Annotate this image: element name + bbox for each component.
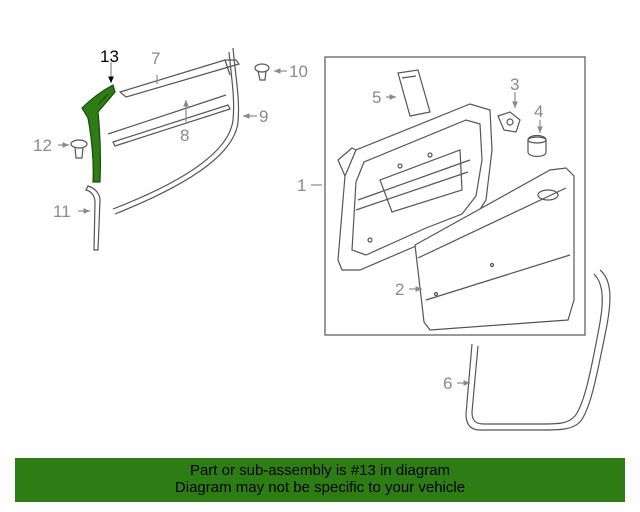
parts-diagram: 13 12 11 7 8 9 10 5 <box>33 47 611 431</box>
part-3-fastener <box>497 111 521 133</box>
callout-7: 7 <box>151 49 160 68</box>
callout-3: 3 <box>510 75 519 94</box>
callout-8: 8 <box>180 126 189 145</box>
callout-13: 13 <box>100 47 119 66</box>
callout-5: 5 <box>372 88 381 107</box>
part-5-module <box>397 69 431 117</box>
banner-line-1: Part or sub-assembly is #13 in diagram <box>189 462 451 479</box>
info-banner: Part or sub-assembly is #13 in diagram D… <box>15 458 625 502</box>
part-9-channel <box>112 47 240 215</box>
part-13-pillar-trim <box>81 84 116 183</box>
part-6-door-seal <box>465 269 611 431</box>
callout-6: 6 <box>443 374 452 393</box>
callout-1: 1 <box>297 176 306 195</box>
callout-9: 9 <box>259 107 268 126</box>
part-8-weatherstrip <box>107 94 231 147</box>
part-10-clip <box>254 63 270 81</box>
part-4-bumper <box>527 134 547 158</box>
banner-line-2: Diagram may not be specific to your vehi… <box>174 479 466 496</box>
part-1-door-frame <box>337 103 493 271</box>
part-2-door-skin <box>414 167 575 331</box>
part-11-seal <box>85 185 101 251</box>
callout-4: 4 <box>534 102 543 121</box>
callout-11: 11 <box>53 202 71 221</box>
assembly-box <box>324 56 586 336</box>
part-7-moulding <box>118 59 240 98</box>
callout-12: 12 <box>33 136 52 155</box>
part-12-clip <box>70 139 88 159</box>
callout-2: 2 <box>395 280 404 299</box>
callout-10: 10 <box>289 62 308 81</box>
